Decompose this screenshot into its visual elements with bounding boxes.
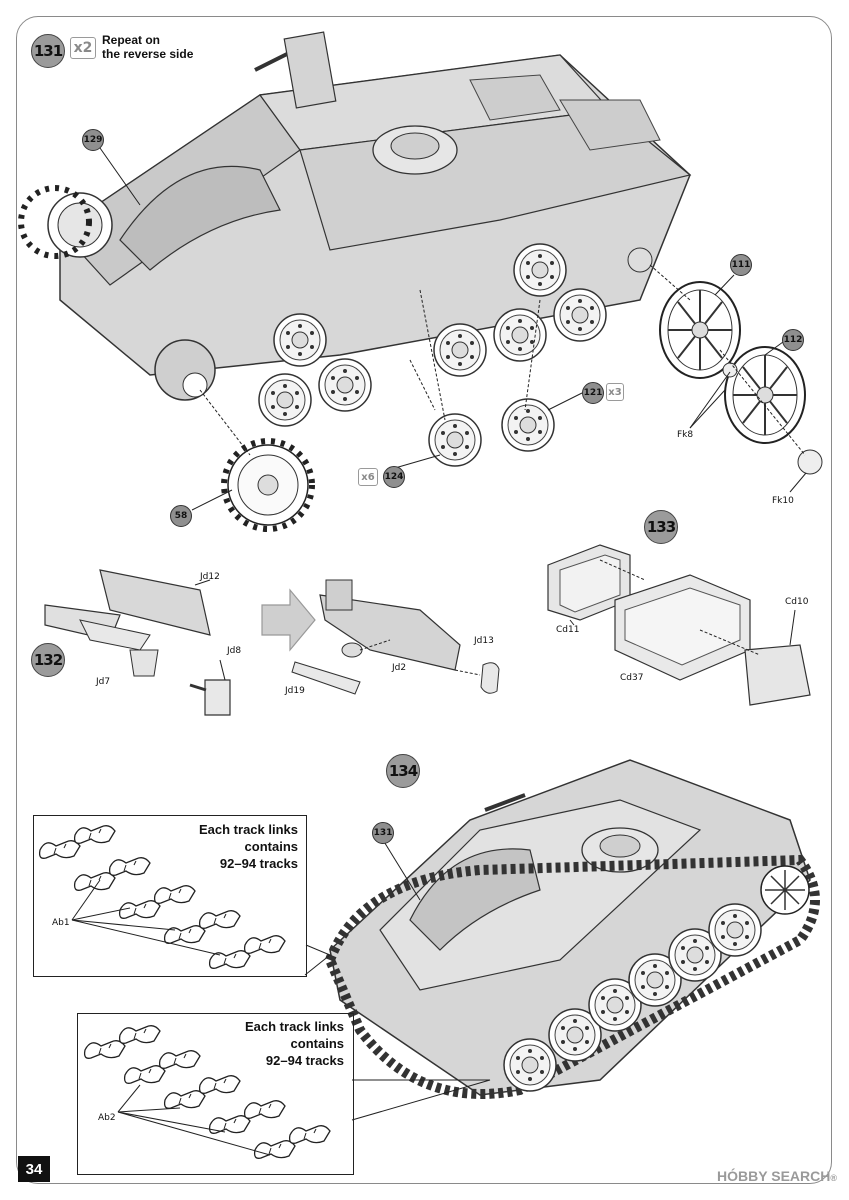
- track-note-2-line1: Each track links: [245, 1019, 344, 1034]
- part-callout-124: 124: [383, 466, 405, 488]
- label-jd13: Jd13: [474, 636, 494, 646]
- step-132-badge: 132: [31, 643, 65, 677]
- watermark-text: HÓBBY SEARCH: [717, 1168, 831, 1184]
- page-number: 34: [18, 1156, 50, 1182]
- step-131-multiplier: x2: [70, 37, 96, 59]
- label-cd37: Cd37: [620, 673, 644, 683]
- part-callout-111: 111: [730, 254, 752, 276]
- part-callout-58: 58: [170, 505, 192, 527]
- track-inset-2: [77, 1013, 354, 1175]
- part-callout-121: 121: [582, 382, 604, 404]
- track-note-1-line2: contains: [244, 839, 298, 854]
- page-frame: [16, 16, 832, 1184]
- label-ab1: Ab1: [52, 918, 70, 928]
- repeat-note-line2: the reverse side: [102, 47, 194, 61]
- watermark-registered: ®: [830, 1173, 837, 1183]
- step132-drawing: [44, 569, 500, 716]
- label-jd8: Jd8: [227, 646, 242, 656]
- label-jd19: Jd19: [285, 686, 305, 696]
- label-ab2: Ab2: [98, 1113, 116, 1123]
- watermark: HÓBBY SEARCH®: [717, 1168, 837, 1184]
- step134-hull-drawing: [324, 759, 820, 1099]
- part-124-multiplier: x6: [358, 468, 378, 486]
- step-131-badge: 131: [31, 34, 65, 68]
- label-jd2: Jd2: [392, 663, 407, 673]
- part-callout-129: 129: [82, 129, 104, 151]
- step133-drawing: [547, 544, 811, 706]
- track-note-1-line1: Each track links: [199, 822, 298, 837]
- repeat-note-line1: Repeat on: [102, 33, 161, 47]
- step-number: 132: [33, 651, 63, 669]
- label-cd10: Cd10: [785, 597, 809, 607]
- repeat-note: Repeat on the reverse side: [102, 33, 193, 61]
- track-note-2: Each track links contains 92–94 tracks: [196, 1018, 344, 1069]
- track-note-1-line3: 92–94 tracks: [219, 856, 298, 871]
- step-134-badge: 134: [386, 754, 420, 788]
- step-number: 133: [646, 518, 676, 536]
- track-note-1: Each track links contains 92–94 tracks: [150, 821, 298, 872]
- step-number: 131: [33, 42, 63, 60]
- label-fk8: Fk8: [677, 430, 694, 440]
- track-inset-1-drawing: [38, 825, 331, 976]
- part-callout-112: 112: [782, 329, 804, 351]
- track-note-2-line3: 92–94 tracks: [265, 1053, 344, 1068]
- label-jd12: Jd12: [200, 572, 220, 582]
- label-fk10: Fk10: [772, 496, 794, 506]
- track-inset-1: [33, 815, 307, 977]
- track-inset-2-drawing: [83, 1025, 491, 1159]
- label-jd7: Jd7: [96, 677, 111, 687]
- label-cd11: Cd11: [556, 625, 580, 635]
- part-121-multiplier: x3: [606, 383, 624, 401]
- track-note-2-line2: contains: [290, 1036, 344, 1051]
- part-callout-131: 131: [372, 822, 394, 844]
- step131-hull-drawing: [18, 31, 823, 532]
- step-number: 134: [388, 762, 418, 780]
- step-133-badge: 133: [644, 510, 678, 544]
